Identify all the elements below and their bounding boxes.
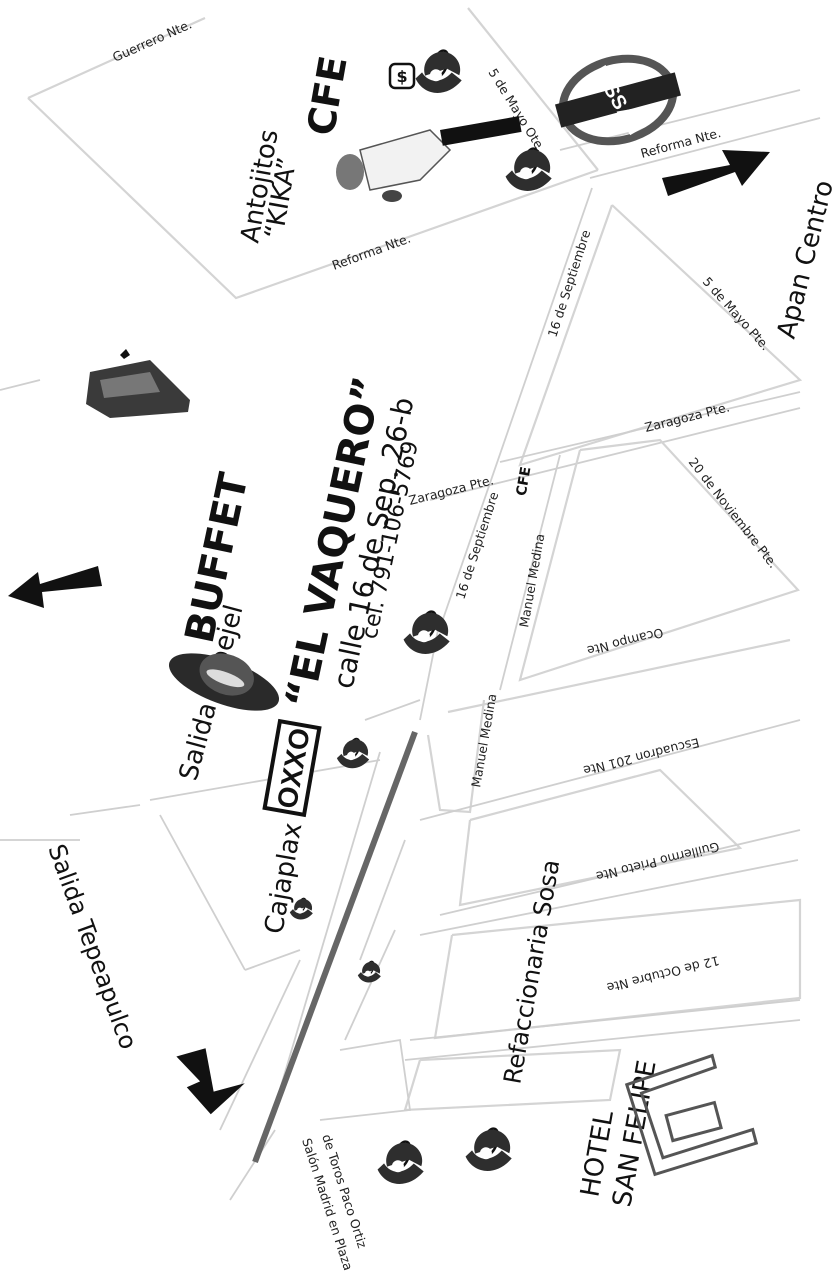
street-12-oct: 12 de Octubre Nte bbox=[605, 953, 721, 996]
street-manuel-medina-top: Manuel Medina bbox=[516, 532, 547, 628]
street-reforma-left: Reforma Nte. bbox=[330, 231, 413, 273]
street-zaragoza-left: Zaragoza Pte. bbox=[407, 472, 495, 508]
waitress-illustration bbox=[336, 116, 522, 202]
lodging-icon bbox=[624, 1053, 759, 1177]
map-pin-icon[interactable] bbox=[411, 43, 471, 102]
svg-text:CFE: CFE bbox=[514, 465, 535, 497]
salon-madrid-label: Salón Madrid en Plaza de Toros Paco Orti… bbox=[299, 1132, 370, 1272]
label-apan-centro: Apan Centro bbox=[772, 177, 840, 341]
map-pin-icon[interactable] bbox=[461, 1121, 521, 1180]
cfe-logo-small: CFE bbox=[514, 465, 535, 497]
map-pin-icon[interactable] bbox=[334, 733, 376, 775]
street-16-sep-top: 16 de Septiembre bbox=[545, 228, 594, 339]
street-ocampo: Ocampo Nte bbox=[585, 625, 665, 659]
boot-icon bbox=[86, 349, 190, 418]
oxxo-logo: OXXO bbox=[262, 718, 322, 818]
map-pin-icon[interactable] bbox=[501, 141, 561, 200]
street-20-nov: 20 de Noviembre Pte. bbox=[686, 455, 781, 571]
street-guillermo: Guillermo Prieto Nte bbox=[594, 839, 721, 884]
antojitos-kika-label: Antojitos “KIKA” bbox=[235, 127, 303, 245]
svg-text:CFE: CFE bbox=[299, 53, 356, 139]
hotel-san-felipe-label: HOTEL SAN FELIPE bbox=[575, 1058, 662, 1209]
street-5-mayo-ote: 5 de Mayo Ote. bbox=[485, 66, 548, 155]
cfe-logo-top: CFE bbox=[299, 53, 356, 139]
arrow-salida-tepeapulco bbox=[176, 1048, 245, 1115]
sombrero-icon bbox=[168, 653, 280, 711]
map-pin-icon[interactable] bbox=[373, 1134, 433, 1193]
street-escuadron: Escuadron 201 Nte bbox=[582, 735, 701, 778]
arrow-apan-centro bbox=[662, 150, 770, 196]
label-salida-tepeapulco: Salida Tepeapulco bbox=[42, 840, 142, 1052]
dollar-icon: $ bbox=[388, 62, 416, 90]
svg-text:$: $ bbox=[396, 67, 407, 86]
street-zaragoza-right: Zaragoza Pte. bbox=[643, 399, 731, 435]
street-5-mayo-pte: 5 de Mayo Pte. bbox=[700, 274, 773, 353]
main-avenue bbox=[252, 730, 418, 1164]
label-refaccionaria: Refaccionaria Sosa bbox=[498, 857, 565, 1086]
street-guerrero: Guerrero Nte. bbox=[110, 16, 194, 64]
map-pin-icon[interactable] bbox=[399, 604, 459, 663]
street-16-sep-mid: 16 de Septiembre bbox=[453, 490, 502, 601]
arrow-salida-espejel bbox=[8, 566, 102, 608]
